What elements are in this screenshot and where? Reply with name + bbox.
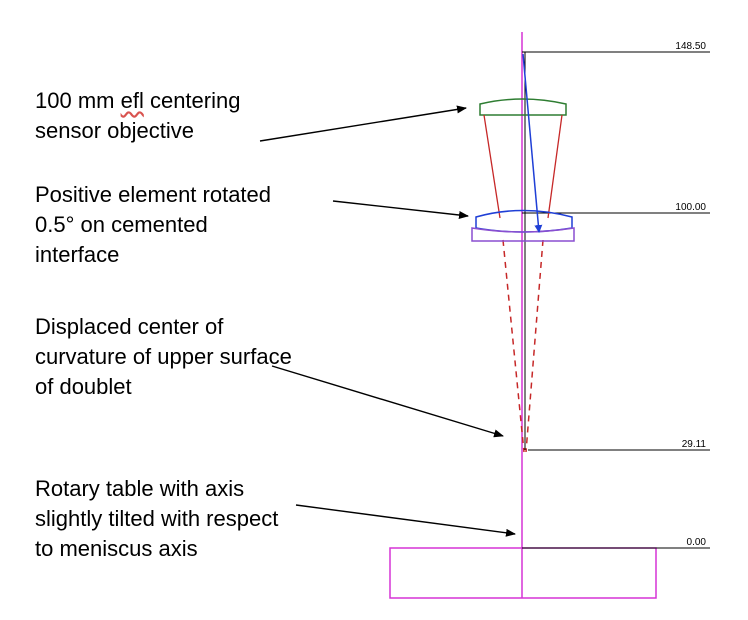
rotary-table — [389, 547, 657, 599]
callout-center-of-curvature-line-2: curvature of upper surface — [35, 344, 292, 369]
callout-center-of-curvature-line-1: Displaced center of — [35, 314, 224, 339]
callout-objective: 100 mm efl centering sensor objective — [35, 86, 240, 146]
callout-positive-element: Positive element rotated 0.5° on cemente… — [35, 180, 271, 270]
callout-positive-element-line-1: Positive element rotated — [35, 182, 272, 207]
arrow-positive-element — [332, 200, 469, 219]
arrow-rotary-table — [295, 504, 516, 537]
callout-rotary-table-line-3: to meniscus axis — [35, 536, 198, 561]
objective-lens — [479, 98, 567, 116]
callout-center-of-curvature: Displaced center of curvature of upper s… — [35, 312, 292, 402]
reflected-ray — [522, 53, 543, 233]
marginal-ray-right — [547, 114, 563, 219]
dimension-label-100: 100.00 — [675, 202, 706, 213]
dimension-label-148: 148.50 — [675, 41, 706, 52]
callout-objective-line-2: sensor objective — [35, 118, 194, 143]
dimension-label-29: 29.11 — [682, 439, 707, 450]
dimension-label-0: 0.00 — [687, 537, 707, 548]
callout-positive-element-line-3: interface — [35, 242, 120, 267]
arrow-objective — [259, 105, 467, 142]
converging-ray-left — [502, 239, 525, 453]
converging-ray-right — [525, 239, 544, 453]
callout-center-of-curvature-line-3: of doublet — [35, 374, 132, 399]
arrow-center-of-curvature — [271, 365, 504, 438]
callout-objective-line-1-suffix: centering — [143, 88, 241, 113]
doublet-upper-element — [475, 209, 573, 233]
callout-rotary-table-line-1: Rotary table with axis — [35, 476, 245, 501]
callout-objective-line-1: 100 mm efl centering — [35, 86, 240, 116]
marginal-ray-left — [483, 114, 501, 219]
doublet-lower-element — [471, 227, 575, 242]
callout-rotary-table-line-2: slightly tilted with respect — [35, 506, 279, 531]
callout-rotary-table: Rotary table with axis slightly tilted w… — [35, 474, 278, 564]
callout-objective-line-1-prefix: 100 mm — [35, 88, 121, 113]
callout-objective-flagged-word: efl — [120, 88, 144, 113]
callout-positive-element-line-2: 0.5° on cemented — [35, 212, 208, 237]
